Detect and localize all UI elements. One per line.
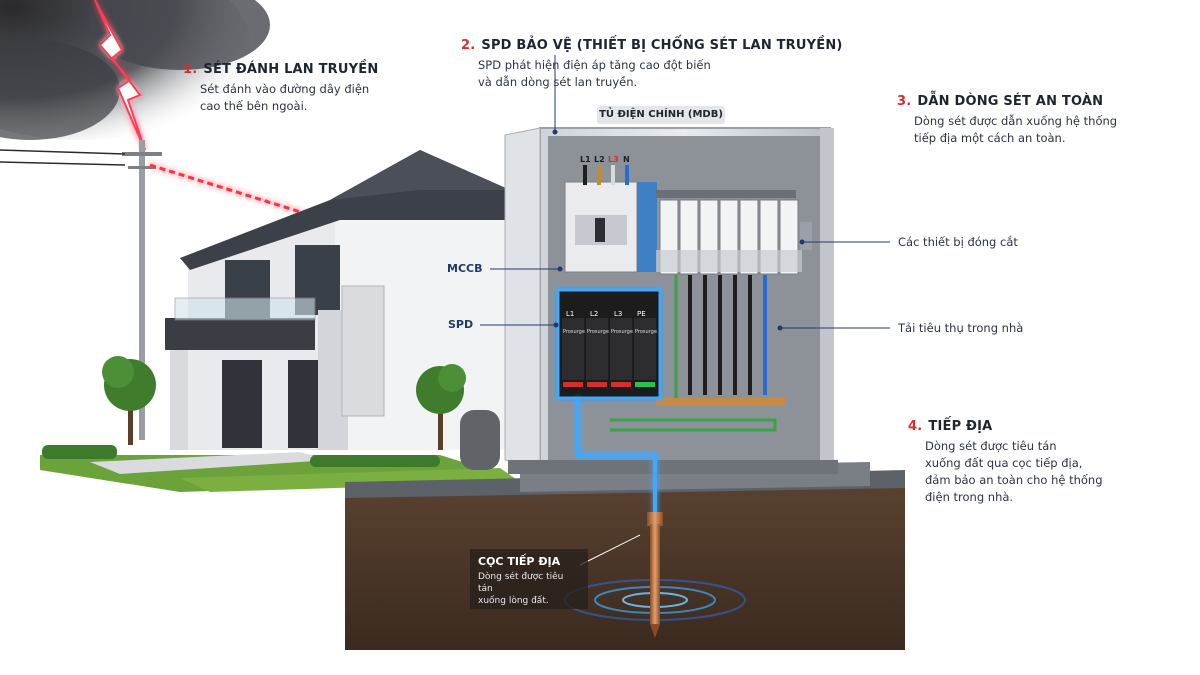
- step-1-desc-line: cao thế bên ngoài.: [200, 99, 308, 113]
- spd-brand-3: Prosurge: [611, 329, 633, 335]
- step-2-desc-line: SPD phát hiện điện áp tăng cao đột biến: [478, 58, 711, 72]
- step-4-number: 4.: [908, 419, 923, 434]
- switching-devices-label: Các thiết bị đóng cắt: [898, 235, 1018, 249]
- step-4-title: 4. TIẾP ĐỊA: [908, 419, 1103, 434]
- step-3-desc-line: Dòng sét được dẫn xuống hệ thống: [914, 114, 1118, 128]
- step-4-heading: TIẾP ĐỊA: [928, 419, 993, 434]
- step-4-desc-line: Dòng sét được tiêu tán: [925, 439, 1057, 453]
- busbar-labels: L1 L2 L3 N: [580, 155, 630, 164]
- step-4-desc-line: xuống đất qua cọc tiếp địa,: [925, 456, 1083, 470]
- step-2-heading: SPD BẢO VỆ (THIẾT BỊ CHỐNG SÉT LAN TRUYỀ…: [481, 38, 843, 53]
- panel-title-tag: TỦ ĐIỆN CHÍNH (MDB): [597, 106, 725, 124]
- busbar-label-l2: L2: [594, 155, 605, 164]
- spd-module-label-l2: L2: [590, 310, 598, 318]
- step-1-description: Sét đánh vào đường dây điện cao thế bên …: [200, 81, 378, 115]
- lightning-bolt: [94, 0, 146, 151]
- spd-brand-1: Prosurge: [563, 329, 585, 335]
- spd-brand-2: Prosurge: [587, 329, 609, 335]
- step-4-description: Dòng sét được tiêu tán xuống đất qua cọc…: [925, 438, 1103, 506]
- mccb-breaker: [564, 181, 657, 273]
- house: [165, 150, 510, 470]
- spd-module-labels: L1 L2 L3 PE Prosurge Prosurge Prosurge P…: [563, 310, 657, 335]
- step-3-title: 3. DẪN DÒNG SÉT AN TOÀN: [897, 94, 1117, 109]
- spd-module-label-l3: L3: [614, 310, 622, 318]
- tree-left: [102, 356, 156, 445]
- callout-step-1: 1. SÉT ĐÁNH LAN TRUYỀN Sét đánh vào đường…: [183, 62, 378, 115]
- tree-right: [416, 364, 466, 450]
- step-3-heading: DẪN DÒNG SÉT AN TOÀN: [917, 94, 1104, 109]
- spd-module-label-pe: PE: [637, 310, 646, 318]
- step-3-description: Dòng sét được dẫn xuống hệ thống tiếp đị…: [914, 113, 1117, 147]
- mccb-label: MCCB: [447, 262, 483, 275]
- soil-cutaway: [345, 462, 905, 650]
- busbar-label-l3: L3: [608, 155, 619, 164]
- ground-rod-title: CỌC TIẾP ĐỊA: [478, 555, 561, 568]
- household-load-label: Tải tiêu thụ trong nhà: [898, 321, 1024, 335]
- step-4-desc-line: điện trong nhà.: [925, 490, 1014, 504]
- step-2-desc-line: và dẫn dòng sét lan truyền.: [478, 75, 638, 89]
- cabinet: [504, 127, 838, 474]
- storm-cloud: [0, 0, 270, 140]
- callout-step-4: 4. TIẾP ĐỊA Dòng sét được tiêu tán xuống …: [908, 419, 1103, 506]
- step-3-desc-line: tiếp địa một cách an toàn.: [914, 131, 1066, 145]
- step-1-title: 1. SÉT ĐÁNH LAN TRUYỀN: [183, 62, 378, 77]
- step-1-number: 1.: [183, 62, 198, 77]
- step-1-desc-line: Sét đánh vào đường dây điện: [200, 82, 370, 96]
- step-2-description: SPD phát hiện điện áp tăng cao đột biến …: [478, 57, 843, 91]
- ground-rod-callout: CỌC TIẾP ĐỊA Dòng sét được tiêu tán xuốn…: [470, 549, 588, 609]
- switchgear-row: [656, 190, 812, 275]
- spd-device: [556, 288, 662, 400]
- callout-step-3: 3. DẪN DÒNG SÉT AN TOÀN Dòng sét được dẫn…: [897, 94, 1117, 147]
- ground-rod: [564, 512, 746, 638]
- spd-label: SPD: [448, 318, 474, 331]
- ground-rod-description: Dòng sét được tiêu tán xuống lòng đất.: [478, 571, 580, 607]
- step-3-number: 3.: [897, 94, 912, 109]
- spd-brand-4: Prosurge: [635, 329, 657, 335]
- step-4-desc-line: đảm bảo an toàn cho hệ thống: [925, 473, 1103, 487]
- ground-rod-desc-line: Dòng sét được tiêu tán: [478, 572, 564, 594]
- utility-pole: [0, 140, 162, 440]
- busbar-label-l1: L1: [580, 155, 591, 164]
- hedge: [42, 445, 440, 467]
- load-wires: [610, 275, 785, 432]
- leader-lines: [480, 55, 890, 566]
- callout-step-2: 2. SPD BẢO VỆ (THIẾT BỊ CHỐNG SÉT LAN TRU…: [461, 38, 843, 91]
- input-wires: [583, 165, 629, 185]
- spd-module-label-l1: L1: [566, 310, 574, 318]
- ground-current-path: [576, 398, 657, 520]
- step-2-number: 2.: [461, 38, 476, 53]
- busbar-label-n: N: [623, 155, 630, 164]
- step-2-title: 2. SPD BẢO VỆ (THIẾT BỊ CHỐNG SÉT LAN TRU…: [461, 38, 843, 53]
- step-1-heading: SÉT ĐÁNH LAN TRUYỀN: [203, 62, 379, 77]
- ground-rod-desc-line: xuống lòng đất.: [478, 596, 549, 606]
